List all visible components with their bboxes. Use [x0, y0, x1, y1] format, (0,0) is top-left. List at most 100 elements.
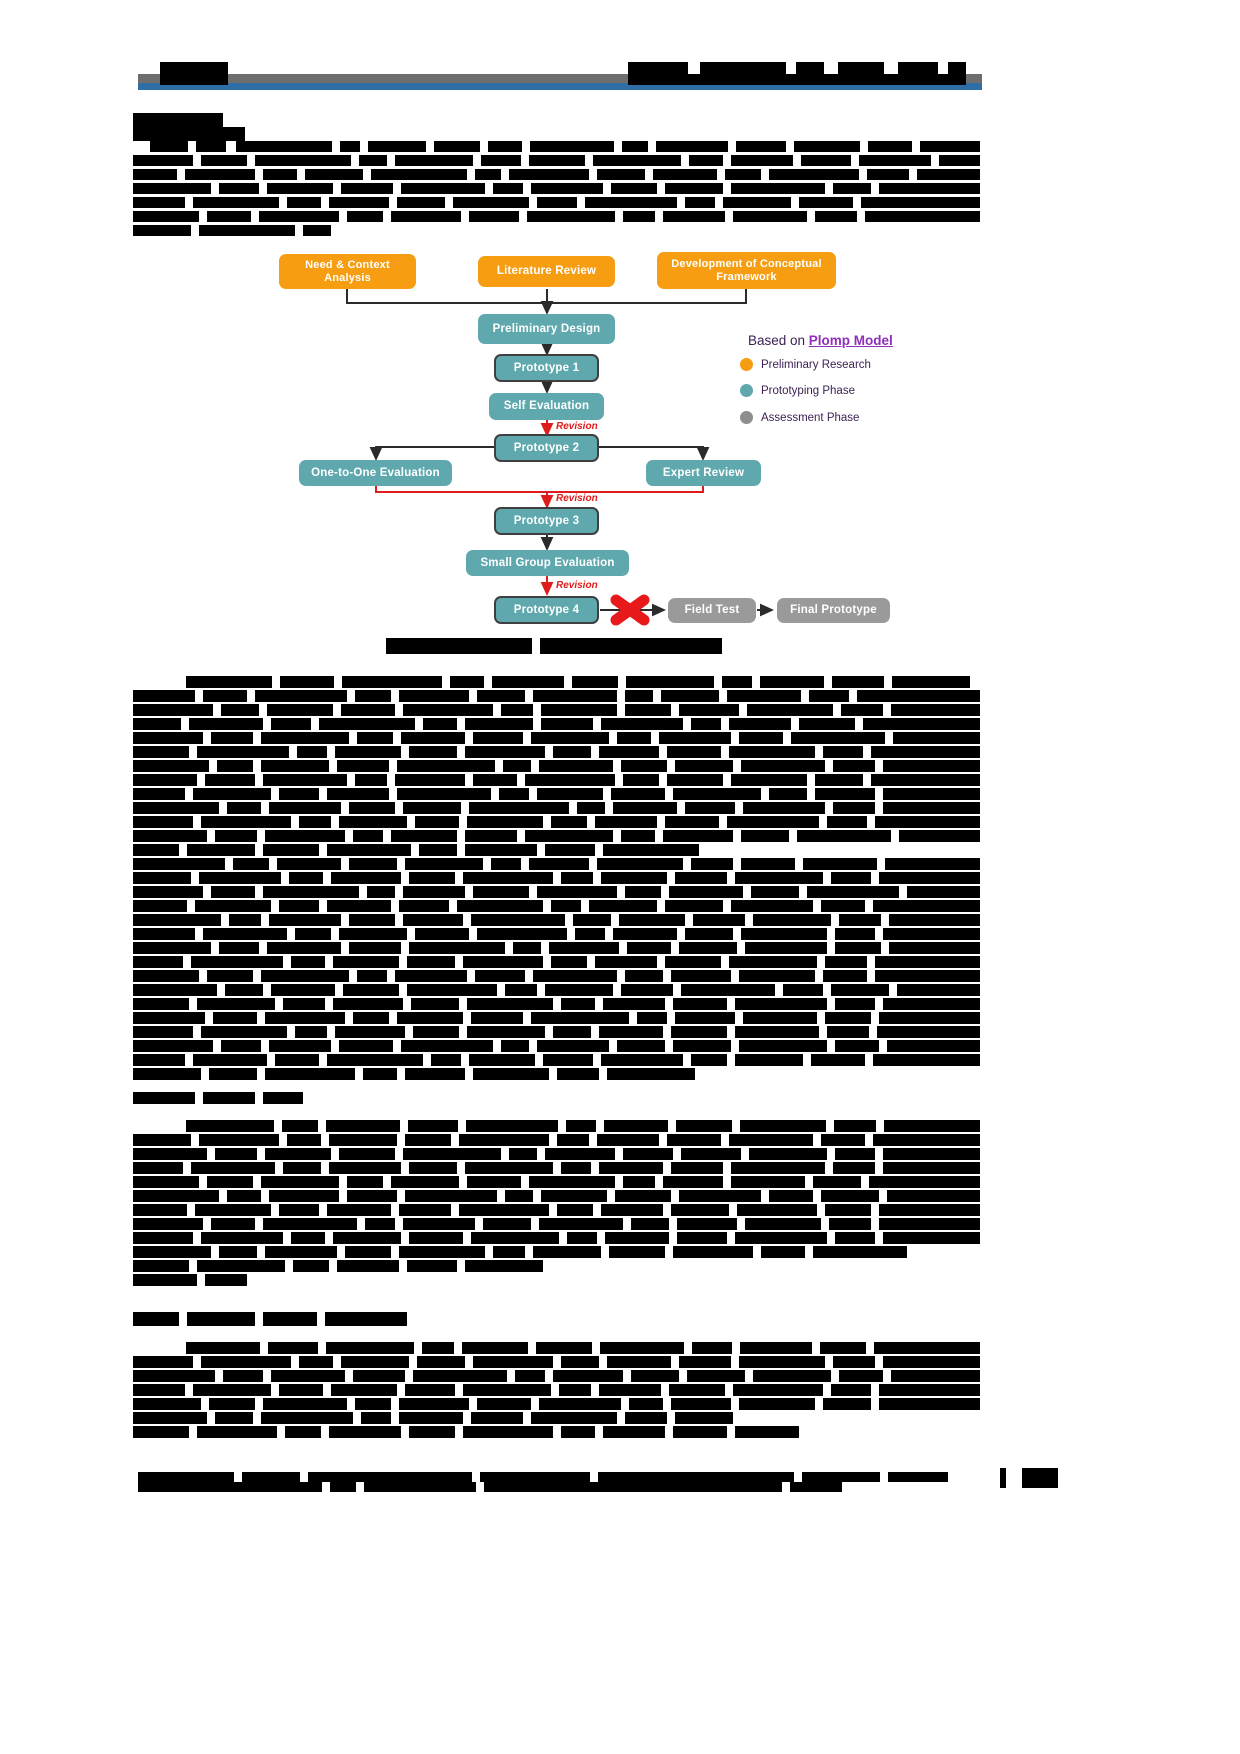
redacted-text-bar — [673, 1246, 753, 1258]
redacted-text-bar — [325, 1312, 407, 1326]
flow-node-preliminary-design[interactable]: Preliminary Design — [478, 314, 615, 344]
redacted-text-bar — [215, 1148, 257, 1160]
redacted-text-bar — [409, 746, 457, 758]
redacted-text-bar — [599, 1026, 663, 1038]
redacted-text-bar — [623, 1148, 673, 1160]
redacted-text-bar — [533, 690, 617, 702]
redacted-text-bar — [539, 1398, 621, 1410]
redacted-text-bar — [339, 1148, 395, 1160]
redacted-text-bar — [133, 732, 203, 744]
redacted-text-bar — [419, 844, 457, 856]
redacted-text-bar — [827, 1026, 869, 1038]
redacted-text-bar — [473, 886, 529, 898]
redacted-text-bar — [875, 816, 980, 828]
redacted-text-bar — [227, 1190, 261, 1202]
redacted-text-bar — [739, 970, 815, 982]
redacted-text-bar — [368, 141, 426, 152]
flow-node-final-prototype[interactable]: Final Prototype — [777, 598, 890, 623]
redacted-text-bar — [337, 1260, 399, 1272]
redacted-text-bar — [739, 1398, 815, 1410]
flow-node-prototype-1[interactable]: Prototype 1 — [494, 354, 599, 382]
redacted-text-bar — [835, 942, 881, 954]
redacted-text-bar — [399, 1204, 451, 1216]
redacted-text-bar — [133, 1148, 207, 1160]
redacted-text-bar — [741, 928, 827, 940]
redacted-text-bar — [883, 928, 980, 940]
redacted-text-bar — [671, 1204, 729, 1216]
redacted-text-bar — [133, 1162, 183, 1174]
redacted-text-bar — [261, 760, 329, 772]
header-accent-rule — [138, 83, 982, 90]
redacted-text-bar — [595, 956, 657, 968]
redacted-text-bar — [873, 1134, 980, 1146]
redacted-text-bar — [735, 1026, 819, 1038]
redacted-text-bar — [233, 858, 269, 870]
flow-node-prototype-2[interactable]: Prototype 2 — [494, 434, 599, 462]
redacted-text-bar — [215, 830, 257, 842]
redacted-text-bar — [371, 169, 467, 180]
redacted-text-bar — [365, 1218, 395, 1230]
redacted-text-bar — [467, 1026, 545, 1038]
redacted-text-bar — [213, 1012, 257, 1024]
redacted-text-bar — [483, 1218, 531, 1230]
redacted-text-bar — [211, 886, 255, 898]
redacted-text-bar — [831, 984, 889, 996]
flow-node-expert-review[interactable]: Expert Review — [646, 460, 761, 486]
flow-node-self-evaluation[interactable]: Self Evaluation — [489, 393, 604, 420]
flow-node-one-to-one-evaluation[interactable]: One-to-One Evaluation — [299, 460, 452, 486]
flow-node-small-group-evaluation[interactable]: Small Group Evaluation — [466, 550, 629, 576]
redacted-text-bar — [802, 1472, 880, 1482]
redacted-text-bar — [731, 1162, 825, 1174]
redacted-text-bar — [825, 956, 867, 968]
flow-node-prototype-3[interactable]: Prototype 3 — [494, 507, 599, 535]
redacted-text-bar — [749, 1148, 827, 1160]
redacted-text-bar — [898, 62, 938, 76]
flow-node-field-test[interactable]: Field Test — [668, 598, 756, 623]
redacted-text-bar — [731, 774, 807, 786]
redacted-text-bar — [409, 1232, 463, 1244]
redacted-text-bar — [623, 211, 655, 222]
redacted-text-bar — [501, 704, 533, 716]
redacted-text-bar — [361, 1412, 391, 1424]
redacted-text-bar — [347, 1176, 383, 1188]
redacted-text-bar — [561, 872, 593, 884]
redacted-text-bar — [297, 746, 327, 758]
redacted-text-bar — [269, 914, 341, 926]
redacted-text-bar — [665, 816, 719, 828]
flow-node-label: Preliminary Design — [492, 322, 601, 335]
redacted-text-bar — [691, 858, 733, 870]
redacted-text-bar — [423, 718, 457, 730]
redacted-text-bar — [133, 830, 207, 842]
redacted-text-bar — [834, 1120, 876, 1132]
flow-node-label: Prototype 4 — [513, 603, 580, 616]
flow-node-prototype-4[interactable]: Prototype 4 — [494, 596, 599, 624]
redacted-text-bar — [295, 1026, 327, 1038]
redacted-text-bar — [873, 900, 980, 912]
redacted-text-bar — [341, 183, 393, 194]
redacted-text-bar — [193, 197, 279, 208]
flow-node-literature-review[interactable]: Literature Review — [478, 256, 615, 287]
redacted-text-bar — [327, 1204, 391, 1216]
flow-node-label: Literature Review — [496, 265, 597, 278]
redacted-text-bar — [259, 211, 339, 222]
redacted-text-bar — [457, 900, 543, 912]
redacted-text-bar — [677, 1232, 727, 1244]
redacted-text-bar — [265, 1246, 337, 1258]
redacted-text-bar — [269, 1040, 331, 1052]
redacted-text-bar — [355, 690, 391, 702]
redacted-text-bar — [403, 1218, 475, 1230]
redacted-text-bar — [735, 1232, 827, 1244]
redacted-text-bar — [533, 1246, 601, 1258]
redacted-text-bar — [477, 928, 567, 940]
redacted-text-bar — [339, 816, 407, 828]
redacted-text-bar — [261, 732, 349, 744]
redacted-text-bar — [893, 732, 980, 744]
redacted-text-bar — [197, 1426, 277, 1438]
redacted-text-bar — [399, 1398, 469, 1410]
redacted-text-bar — [621, 984, 673, 996]
redacted-text-bar — [467, 1176, 521, 1188]
redacted-text-bar — [841, 704, 883, 716]
redacted-text-bar — [700, 62, 786, 76]
